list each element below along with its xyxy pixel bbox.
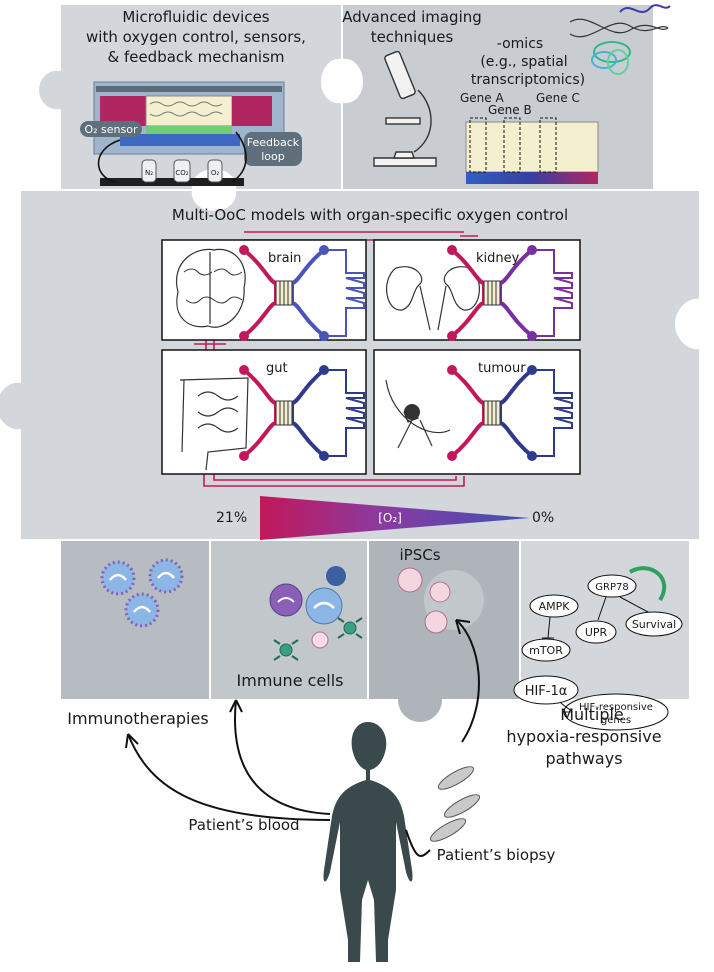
gradient-left-label: 21% xyxy=(216,510,247,526)
pathway-hif-genes-1: HIF-responsive xyxy=(579,702,653,713)
device-lid xyxy=(96,86,282,92)
microscope-icon xyxy=(373,50,437,167)
gene-c-box xyxy=(539,117,557,173)
microfluidics-title-3: & feedback mechanism xyxy=(107,48,284,66)
gut-icon xyxy=(179,377,249,471)
pathway-survival: Survival xyxy=(632,618,676,631)
feedback-arrow xyxy=(97,139,121,183)
patient-biopsy-label: Patient’s biopsy xyxy=(437,846,556,864)
tumour-icon xyxy=(385,379,451,449)
gas-tank-n2: N₂ xyxy=(141,159,157,183)
dna-icon xyxy=(569,18,669,38)
feedback-label-2: loop xyxy=(261,150,285,163)
imaging-panel: Advanced imaging techniques -omics (e.g.… xyxy=(342,4,671,184)
immune-cells-group xyxy=(269,566,363,661)
organ-panel-brain: brain xyxy=(161,239,367,341)
immunotherapies-label: Immunotherapies xyxy=(67,709,208,728)
device-cells xyxy=(149,101,223,117)
pathway-diagram: AMPK mTOR GRP78 UPR Survival HIF-1α HIF-… xyxy=(513,566,683,731)
immune-cell xyxy=(305,587,343,625)
multi-ooc-title: Multi-OoC models with organ-specific oxy… xyxy=(172,206,568,224)
omics-title-3: transcriptomics) xyxy=(471,72,585,88)
immune-cells-label: Immune cells xyxy=(237,671,344,690)
puzzle-knob xyxy=(82,480,138,536)
pathway-ampk: AMPK xyxy=(539,600,571,613)
organ-chip-0 xyxy=(239,245,365,341)
pathways-label-1: Multiple xyxy=(560,705,624,724)
kidney-icon xyxy=(386,266,480,331)
gas-tank-co2: CO₂ xyxy=(173,159,191,183)
puzzle-knob xyxy=(398,678,442,722)
organ-label-kidney: kidney xyxy=(476,251,520,266)
svg-text:O₂: O₂ xyxy=(211,169,220,177)
car-t-cell xyxy=(124,592,160,628)
gene-b-box xyxy=(503,117,521,173)
brain-icon xyxy=(175,248,246,328)
pathway-hif1a: HIF-1α xyxy=(525,684,568,699)
device-outlet-magenta xyxy=(232,96,272,126)
organ-chip-2 xyxy=(239,365,365,461)
feedback-tag xyxy=(244,132,302,166)
device-bottom-channel xyxy=(120,134,240,146)
dendritic-cell xyxy=(273,617,363,661)
omics-title-2: (e.g., spatial xyxy=(480,54,567,70)
microfluidics-panel: Microfluidic devices with oxygen control… xyxy=(80,8,306,186)
rna-strand-icon xyxy=(619,4,671,13)
organ-chip-3 xyxy=(447,365,573,461)
gas-tank-o2: O₂ xyxy=(207,159,223,183)
patient-blood-label: Patient’s blood xyxy=(188,816,299,834)
svg-text:N₂: N₂ xyxy=(145,169,153,177)
device-membrane xyxy=(146,126,232,134)
o2-sensor-label: O₂ sensor xyxy=(84,123,137,136)
gene-a-label: Gene A xyxy=(460,91,504,105)
pathway-grp78: GRP78 xyxy=(595,582,628,593)
puzzle-piece-pathways xyxy=(519,539,691,701)
ipsc-cells xyxy=(397,567,451,634)
organ-panel-tumour: tumour xyxy=(373,349,581,475)
imaging-title-1: Advanced imaging xyxy=(342,8,482,26)
ipscs-label: iPSCs xyxy=(399,546,440,564)
pathway-upr: UPR xyxy=(585,626,608,639)
car-t-cell xyxy=(100,560,136,596)
omics-title-1: -omics xyxy=(497,36,543,52)
pathways-label-2: hypoxia-responsive xyxy=(506,727,661,746)
tissue-section xyxy=(465,121,599,173)
flow-arrows xyxy=(125,619,480,857)
biopsy-cells xyxy=(429,766,481,842)
organ-label-brain: brain xyxy=(268,251,301,266)
immune-cell xyxy=(311,631,329,649)
microfluidics-title-1: Microfluidic devices xyxy=(122,8,269,26)
organ-panel-kidney: kidney xyxy=(373,239,581,341)
o2-sensor-tag xyxy=(80,121,142,137)
microfluidics-title-2: with oxygen control, sensors, xyxy=(86,28,306,46)
gene-a-box xyxy=(469,117,487,173)
immunotherapy-cells xyxy=(100,558,184,628)
gene-b-label: Gene B xyxy=(488,103,532,117)
organ-label-gut: gut xyxy=(266,361,288,376)
gradient-center-label: [O₂] xyxy=(378,511,402,525)
car-t-cell xyxy=(148,558,184,594)
tissue-gradient-bar xyxy=(466,172,598,184)
svg-text:CO₂: CO₂ xyxy=(175,169,188,177)
organ-chip-1 xyxy=(447,245,573,341)
immune-cell xyxy=(326,566,346,586)
organ-label-tumour: tumour xyxy=(478,361,526,376)
gene-c-label: Gene C xyxy=(536,91,580,105)
imaging-title-2: techniques xyxy=(371,28,454,46)
immune-cell xyxy=(269,583,303,617)
protein-structure-icon xyxy=(591,41,631,75)
feedback-return-arrow xyxy=(231,131,247,183)
gas-manifold xyxy=(100,178,244,186)
device-tissue-chamber xyxy=(145,95,233,127)
oxygen-gradient-wedge xyxy=(260,496,530,540)
pathway-mtor: mTOR xyxy=(529,644,563,657)
patient-silhouette xyxy=(323,722,413,962)
feedback-label-1: Feedback xyxy=(247,136,300,149)
pathway-hif-genes-2: genes xyxy=(601,715,631,726)
pathways-label-3: pathways xyxy=(545,749,622,768)
gradient-right-label: 0% xyxy=(532,510,554,526)
